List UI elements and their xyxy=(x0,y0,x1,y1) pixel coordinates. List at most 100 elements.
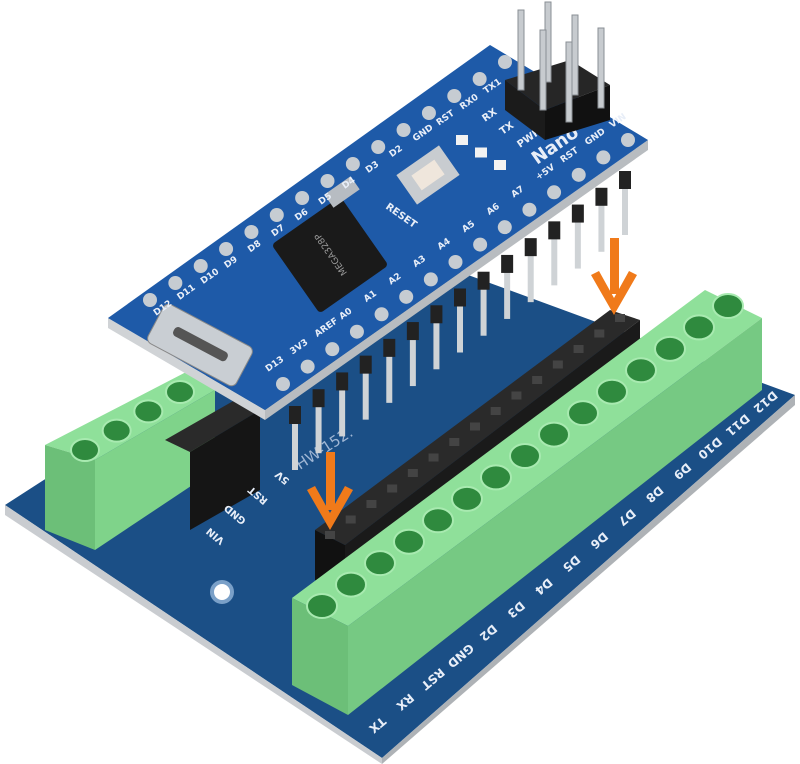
header-pin xyxy=(315,393,322,454)
header-pin xyxy=(574,208,581,269)
solder-pad xyxy=(168,276,183,290)
solder-pad xyxy=(522,202,537,217)
icsp-pin xyxy=(517,9,525,91)
icsp-pin xyxy=(539,29,547,111)
terminal-screw-hole xyxy=(712,293,744,319)
terminal-screw-hole xyxy=(70,438,100,462)
adapter-board-edge xyxy=(382,395,795,764)
usb-port xyxy=(147,303,253,387)
pin-spacer xyxy=(430,305,443,324)
pin-spacer xyxy=(595,187,608,206)
terminal-screw-hole xyxy=(393,528,425,555)
solder-pad xyxy=(547,185,562,200)
terminal-screw-hole xyxy=(567,400,599,427)
solder-pad xyxy=(374,307,389,322)
pin-spacer xyxy=(501,254,514,273)
solder-pad xyxy=(244,225,259,239)
pin-spacer xyxy=(454,288,466,307)
header-pin xyxy=(362,359,369,420)
solder-pad xyxy=(325,342,340,357)
chip-body xyxy=(273,198,387,312)
header-pin xyxy=(292,410,298,470)
header-pin xyxy=(551,225,558,286)
led xyxy=(494,160,506,170)
nano-header-pins xyxy=(289,171,631,470)
header-socket xyxy=(615,314,625,322)
terminal-screw-hole xyxy=(683,314,715,341)
crystal xyxy=(324,176,360,208)
terminal-screw-hole xyxy=(625,357,657,384)
solder-pad xyxy=(320,174,335,188)
terminal-screw-hole xyxy=(101,418,132,443)
solder-pad xyxy=(371,140,386,154)
header-pin xyxy=(386,342,393,403)
pin-spacer xyxy=(312,389,325,408)
led xyxy=(456,135,468,145)
header-pin xyxy=(622,175,628,235)
reset-button xyxy=(396,145,460,205)
nano-board-edge xyxy=(108,318,265,420)
solder-pad xyxy=(269,208,284,222)
solder-pad xyxy=(423,272,438,287)
icsp-header xyxy=(505,60,610,140)
header-socket xyxy=(573,345,584,353)
pin-spacer xyxy=(477,271,490,290)
solder-pad xyxy=(300,359,315,374)
header-pin xyxy=(433,309,440,370)
right-terminal-front xyxy=(292,598,348,715)
solder-pad xyxy=(596,150,611,165)
solder-pad xyxy=(345,157,360,171)
header-pin xyxy=(527,242,534,303)
led xyxy=(475,147,487,158)
header-pin xyxy=(409,326,416,387)
solder-pad xyxy=(219,242,234,256)
solder-pad xyxy=(472,72,487,86)
pin-spacer xyxy=(619,171,631,189)
solder-pad xyxy=(497,220,512,235)
terminal-screw-hole xyxy=(133,399,164,424)
right-terminal-holes xyxy=(306,293,744,619)
header-pin xyxy=(598,191,605,252)
adapter-board-edge xyxy=(5,505,382,764)
left-female-header-front xyxy=(190,410,260,530)
header-socket xyxy=(552,360,563,369)
terminal-screw-hole xyxy=(335,571,367,598)
solder-pad xyxy=(349,324,364,339)
terminal-screw-hole xyxy=(364,550,396,577)
header-pin xyxy=(457,292,463,353)
terminal-screw-hole xyxy=(306,593,338,619)
terminal-screw-hole xyxy=(165,380,195,404)
icsp-pin xyxy=(565,41,573,123)
solder-pad xyxy=(276,377,290,391)
pin-spacer xyxy=(289,406,301,424)
header-socket xyxy=(449,438,460,446)
left-terminal-holes xyxy=(70,380,195,462)
header-socket xyxy=(428,453,439,462)
header-socket xyxy=(511,391,522,400)
header-sockets xyxy=(325,314,625,539)
solder-pad xyxy=(498,55,512,69)
nano-solder-pads xyxy=(143,55,635,391)
header-pin xyxy=(339,376,346,437)
terminal-screw-hole xyxy=(422,507,454,534)
pin-spacer xyxy=(571,204,584,223)
microcontroller-chip: MEGA328P xyxy=(273,198,387,312)
pin-spacer xyxy=(383,338,396,357)
header-socket xyxy=(325,531,335,539)
icsp-pin xyxy=(597,27,605,109)
arrow-down-icon xyxy=(591,238,637,315)
right-terminal-side xyxy=(348,318,762,715)
solder-pad xyxy=(621,133,635,147)
solder-pad xyxy=(473,237,488,252)
terminal-screw-hole xyxy=(451,485,483,512)
solder-pad xyxy=(421,106,436,120)
solder-pad xyxy=(448,255,463,269)
solder-pad xyxy=(193,259,208,273)
solder-pad xyxy=(295,191,310,205)
header-socket xyxy=(387,484,398,493)
nano-board xyxy=(108,45,648,410)
arrow-down-icon xyxy=(307,452,353,530)
header-socket xyxy=(470,422,480,431)
